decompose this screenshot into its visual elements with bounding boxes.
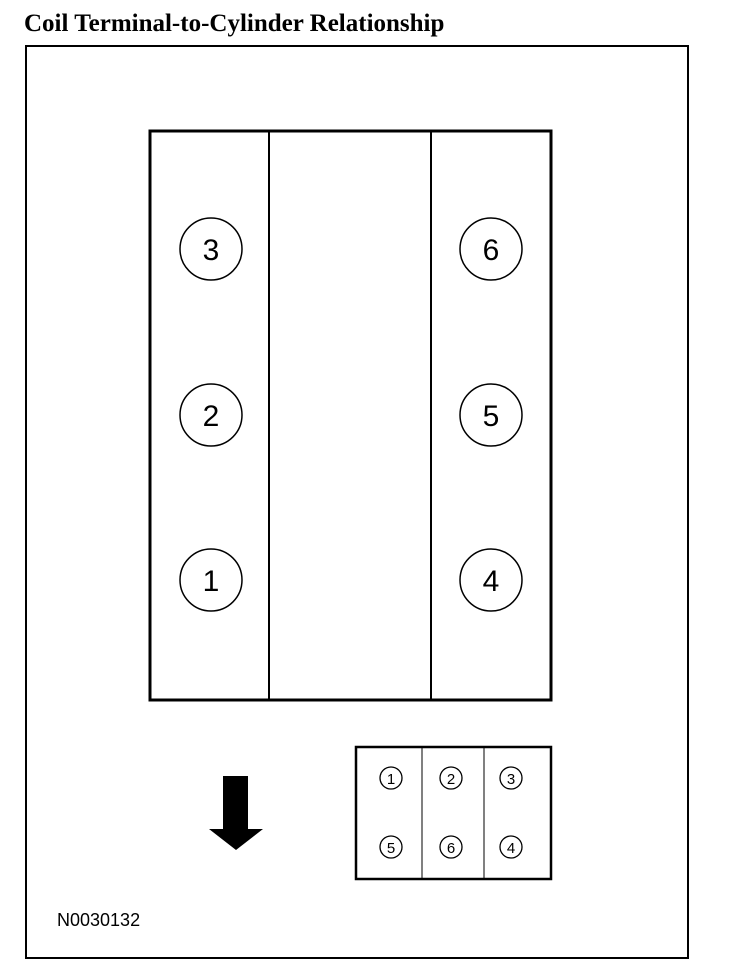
coil-terminal: 4 [499,835,523,859]
figure-frame [25,45,689,959]
coil-terminal: 5 [379,835,403,859]
cylinder: 6 [459,217,523,281]
coil-terminal: 6 [439,835,463,859]
left-bank: 3 2 1 [179,217,243,612]
down-arrow-icon [209,776,263,850]
cylinder: 5 [459,383,523,447]
engine-block [148,129,553,702]
coil-terminal: 3 [499,766,523,790]
cylinder: 2 [179,383,243,447]
figure-code: N0030132 [57,910,141,930]
coil-terminal-number: 1 [387,771,395,788]
coil-terminal: 2 [439,766,463,790]
right-bank: 6 5 4 [459,217,523,612]
cylinder: 1 [179,548,243,612]
cylinder-number: 1 [203,565,220,598]
coil-terminal-number: 3 [507,771,515,788]
cylinder-number: 6 [483,234,500,267]
coil-terminal-number: 2 [447,771,455,788]
cylinder-number: 4 [483,565,500,598]
cylinder: 3 [179,217,243,281]
coil-terminal-number: 5 [387,840,395,857]
cylinder-number: 2 [203,400,220,433]
coil-connector-outline [354,745,553,881]
engine-block-outline [148,129,553,702]
cylinder: 4 [459,548,523,612]
cylinder-number: 3 [203,234,220,267]
coil-terminal: 1 [379,766,403,790]
cylinder-number: 5 [483,400,500,433]
diagram-title: Coil Terminal-to-Cylinder Relationship [24,10,445,37]
coil-terminal-number: 6 [447,840,455,857]
coil-connector: 1 2 3 5 6 4 [354,745,553,881]
coil-terminal-number: 4 [507,840,515,857]
